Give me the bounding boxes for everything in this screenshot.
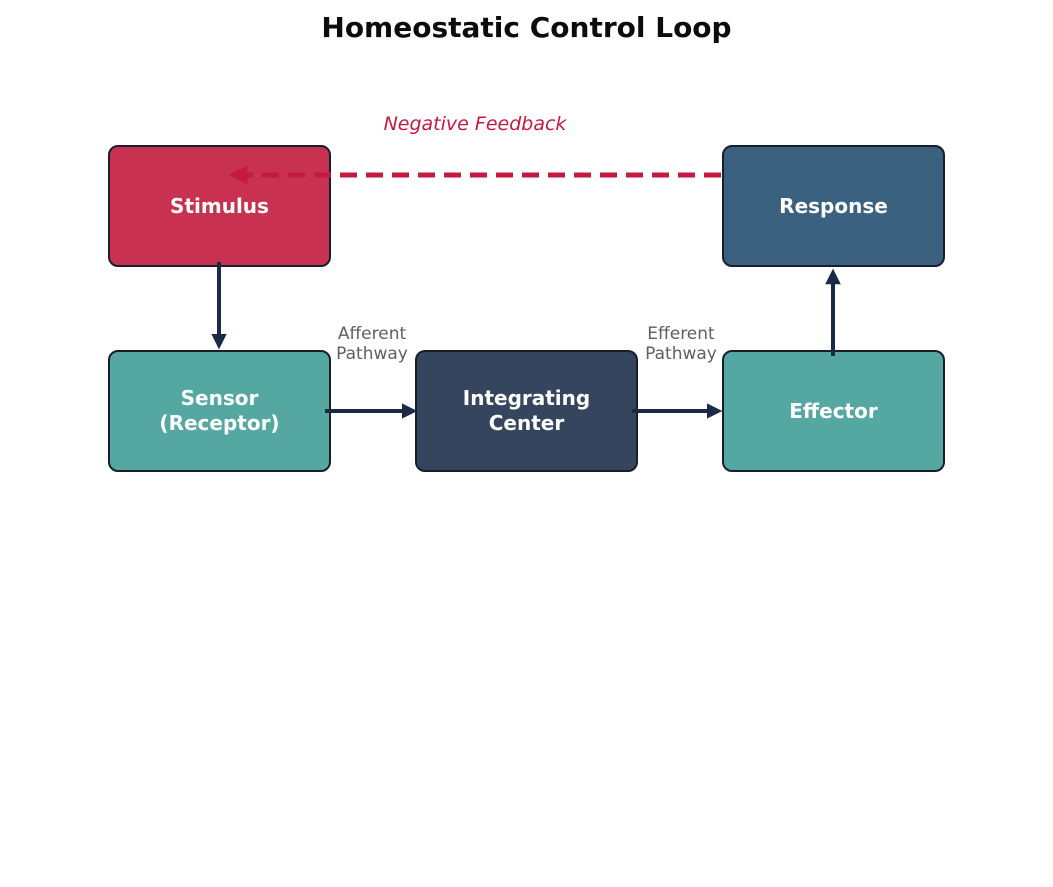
node-sensor-receptor-label: Sensor (Receptor) — [159, 386, 280, 435]
node-stimulus-label: Stimulus — [170, 193, 269, 218]
label-afferent-pathway: Afferent Pathway — [336, 324, 408, 364]
node-stimulus: Stimulus — [108, 145, 331, 267]
node-integrating-center-label: Integrating Center — [462, 386, 591, 435]
node-response-label: Response — [779, 193, 888, 218]
label-efferent-pathway: Efferent Pathway — [645, 324, 717, 364]
label-negative-feedback: Negative Feedback — [383, 113, 567, 135]
node-integrating-center: Integrating Center — [415, 350, 638, 472]
node-effector: Effector — [722, 350, 945, 472]
node-response: Response — [722, 145, 945, 267]
node-sensor-receptor: Sensor (Receptor) — [108, 350, 331, 472]
diagram-title: Homeostatic Control Loop — [321, 11, 732, 44]
node-effector-label: Effector — [789, 398, 878, 423]
